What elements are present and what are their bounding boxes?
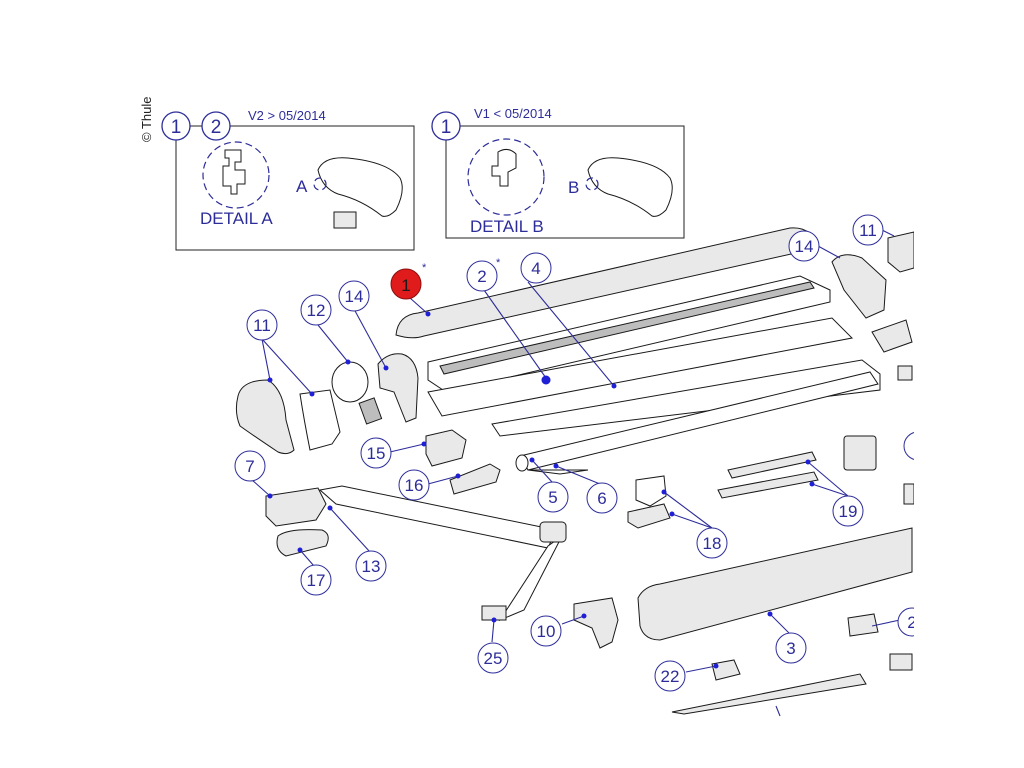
svg-text:1: 1 xyxy=(401,276,410,295)
part-11-right xyxy=(887,231,915,273)
svg-text:10: 10 xyxy=(537,622,556,641)
svg-text:22: 22 xyxy=(661,667,680,686)
callout-5[interactable]: 5 xyxy=(537,481,569,513)
part-15 xyxy=(425,429,467,467)
callout-11-left[interactable]: 11 xyxy=(246,309,278,341)
svg-text:5: 5 xyxy=(548,488,557,507)
part-22 xyxy=(711,659,741,681)
part-16 xyxy=(449,463,501,495)
detail-b-profile xyxy=(491,148,517,187)
svg-text:19: 19 xyxy=(839,502,858,521)
detail-v2-version: V2 > 05/2014 xyxy=(248,108,326,123)
part-19-lower xyxy=(717,471,819,499)
detail-v1-version: V1 < 05/2014 xyxy=(474,106,552,121)
end-cap-v1 xyxy=(587,157,673,217)
part-14-right xyxy=(831,254,887,319)
svg-text:15: 15 xyxy=(367,444,386,463)
svg-text:1: 1 xyxy=(171,117,182,138)
part-10 xyxy=(573,597,619,649)
callout-1-highlighted[interactable]: 1 * xyxy=(390,262,427,300)
callout-3[interactable]: 3 xyxy=(775,632,807,664)
callout-17[interactable]: 17 xyxy=(300,564,332,596)
detail-v2-callout-2: 2 xyxy=(201,111,231,141)
copyright-text: © Thule xyxy=(139,97,154,142)
small-part-right-4 xyxy=(903,483,915,505)
detail-a-circle xyxy=(202,141,270,209)
callout-12[interactable]: 12 xyxy=(300,294,332,326)
callout-11-right[interactable]: 11 xyxy=(852,214,884,246)
end-cap-v2 xyxy=(317,157,403,217)
right-crop-mask xyxy=(914,200,1024,760)
callout-2-star: * xyxy=(496,257,501,269)
small-block-part xyxy=(333,211,357,229)
svg-text:7: 7 xyxy=(245,457,254,476)
part-14-left xyxy=(377,353,419,423)
detail-b-label: DETAIL B xyxy=(470,217,544,236)
svg-text:12: 12 xyxy=(307,301,326,320)
svg-text:*: * xyxy=(422,262,427,274)
svg-text:2: 2 xyxy=(211,117,222,138)
part-7 xyxy=(265,487,327,527)
svg-text:4: 4 xyxy=(531,259,540,278)
callout-10[interactable]: 10 xyxy=(530,615,562,647)
callout-2[interactable]: 2 xyxy=(466,260,498,292)
svg-text:13: 13 xyxy=(362,557,381,576)
detail-v1-callout-1: 1 xyxy=(431,111,461,141)
detail-a-label: DETAIL A xyxy=(200,209,273,228)
callout-25[interactable]: 25 xyxy=(477,642,509,674)
callout-6[interactable]: 6 xyxy=(586,482,618,514)
callout-18[interactable]: 18 xyxy=(696,527,728,559)
part-17 xyxy=(276,529,329,557)
svg-text:6: 6 xyxy=(597,489,606,508)
callout-14-right[interactable]: 14 xyxy=(788,230,820,262)
leader-arrowheads xyxy=(267,311,815,669)
callout-22[interactable]: 22 xyxy=(654,660,686,692)
callout-4[interactable]: 4 xyxy=(520,252,552,284)
bottom-rail xyxy=(671,673,867,715)
svg-text:14: 14 xyxy=(795,237,814,256)
detail-box-v2: 1 2 V2 > 05/2014 DETAIL A A xyxy=(161,108,415,251)
part-18-lower xyxy=(627,503,671,529)
small-part-right-2 xyxy=(897,365,913,381)
svg-text:1: 1 xyxy=(441,117,452,138)
detail-b-circle xyxy=(467,138,545,216)
svg-text:14: 14 xyxy=(345,287,364,306)
part-3-front-profile xyxy=(637,527,913,641)
svg-text:11: 11 xyxy=(253,316,271,335)
leader-lines xyxy=(250,229,901,717)
part-11-end-cover xyxy=(235,379,295,455)
detail-a-letter: A xyxy=(296,177,308,196)
svg-text:2: 2 xyxy=(907,613,916,632)
callout-15[interactable]: 15 xyxy=(360,437,392,469)
small-part-right-6 xyxy=(889,653,913,671)
callout-14-left[interactable]: 14 xyxy=(338,280,370,312)
detail-box-v1: 1 V1 < 05/2014 DETAIL B B xyxy=(431,106,685,239)
part-4-panel xyxy=(427,317,854,417)
small-part-right-3 xyxy=(843,435,877,471)
svg-text:18: 18 xyxy=(703,534,722,553)
callout-16[interactable]: 16 xyxy=(398,469,430,501)
small-part-right-5 xyxy=(847,613,879,637)
callout-13[interactable]: 13 xyxy=(355,550,387,582)
callout-7[interactable]: 7 xyxy=(234,450,266,482)
part-18-upper xyxy=(635,475,667,507)
part-19-upper xyxy=(727,451,817,479)
detail-a-profile xyxy=(222,149,246,195)
svg-text:3: 3 xyxy=(786,639,795,658)
svg-text:2: 2 xyxy=(477,267,486,286)
part-12 xyxy=(331,361,369,403)
svg-text:16: 16 xyxy=(405,476,424,495)
detail-b-letter: B xyxy=(568,178,579,197)
callout-19[interactable]: 19 xyxy=(832,495,864,527)
part-13-arm xyxy=(318,485,557,549)
small-part-right-1 xyxy=(871,319,913,353)
svg-text:25: 25 xyxy=(484,649,503,668)
svg-text:17: 17 xyxy=(307,571,326,590)
svg-text:11: 11 xyxy=(859,221,877,240)
part-6-fabric xyxy=(491,359,881,437)
detail-v2-callout-1: 1 xyxy=(161,111,191,141)
